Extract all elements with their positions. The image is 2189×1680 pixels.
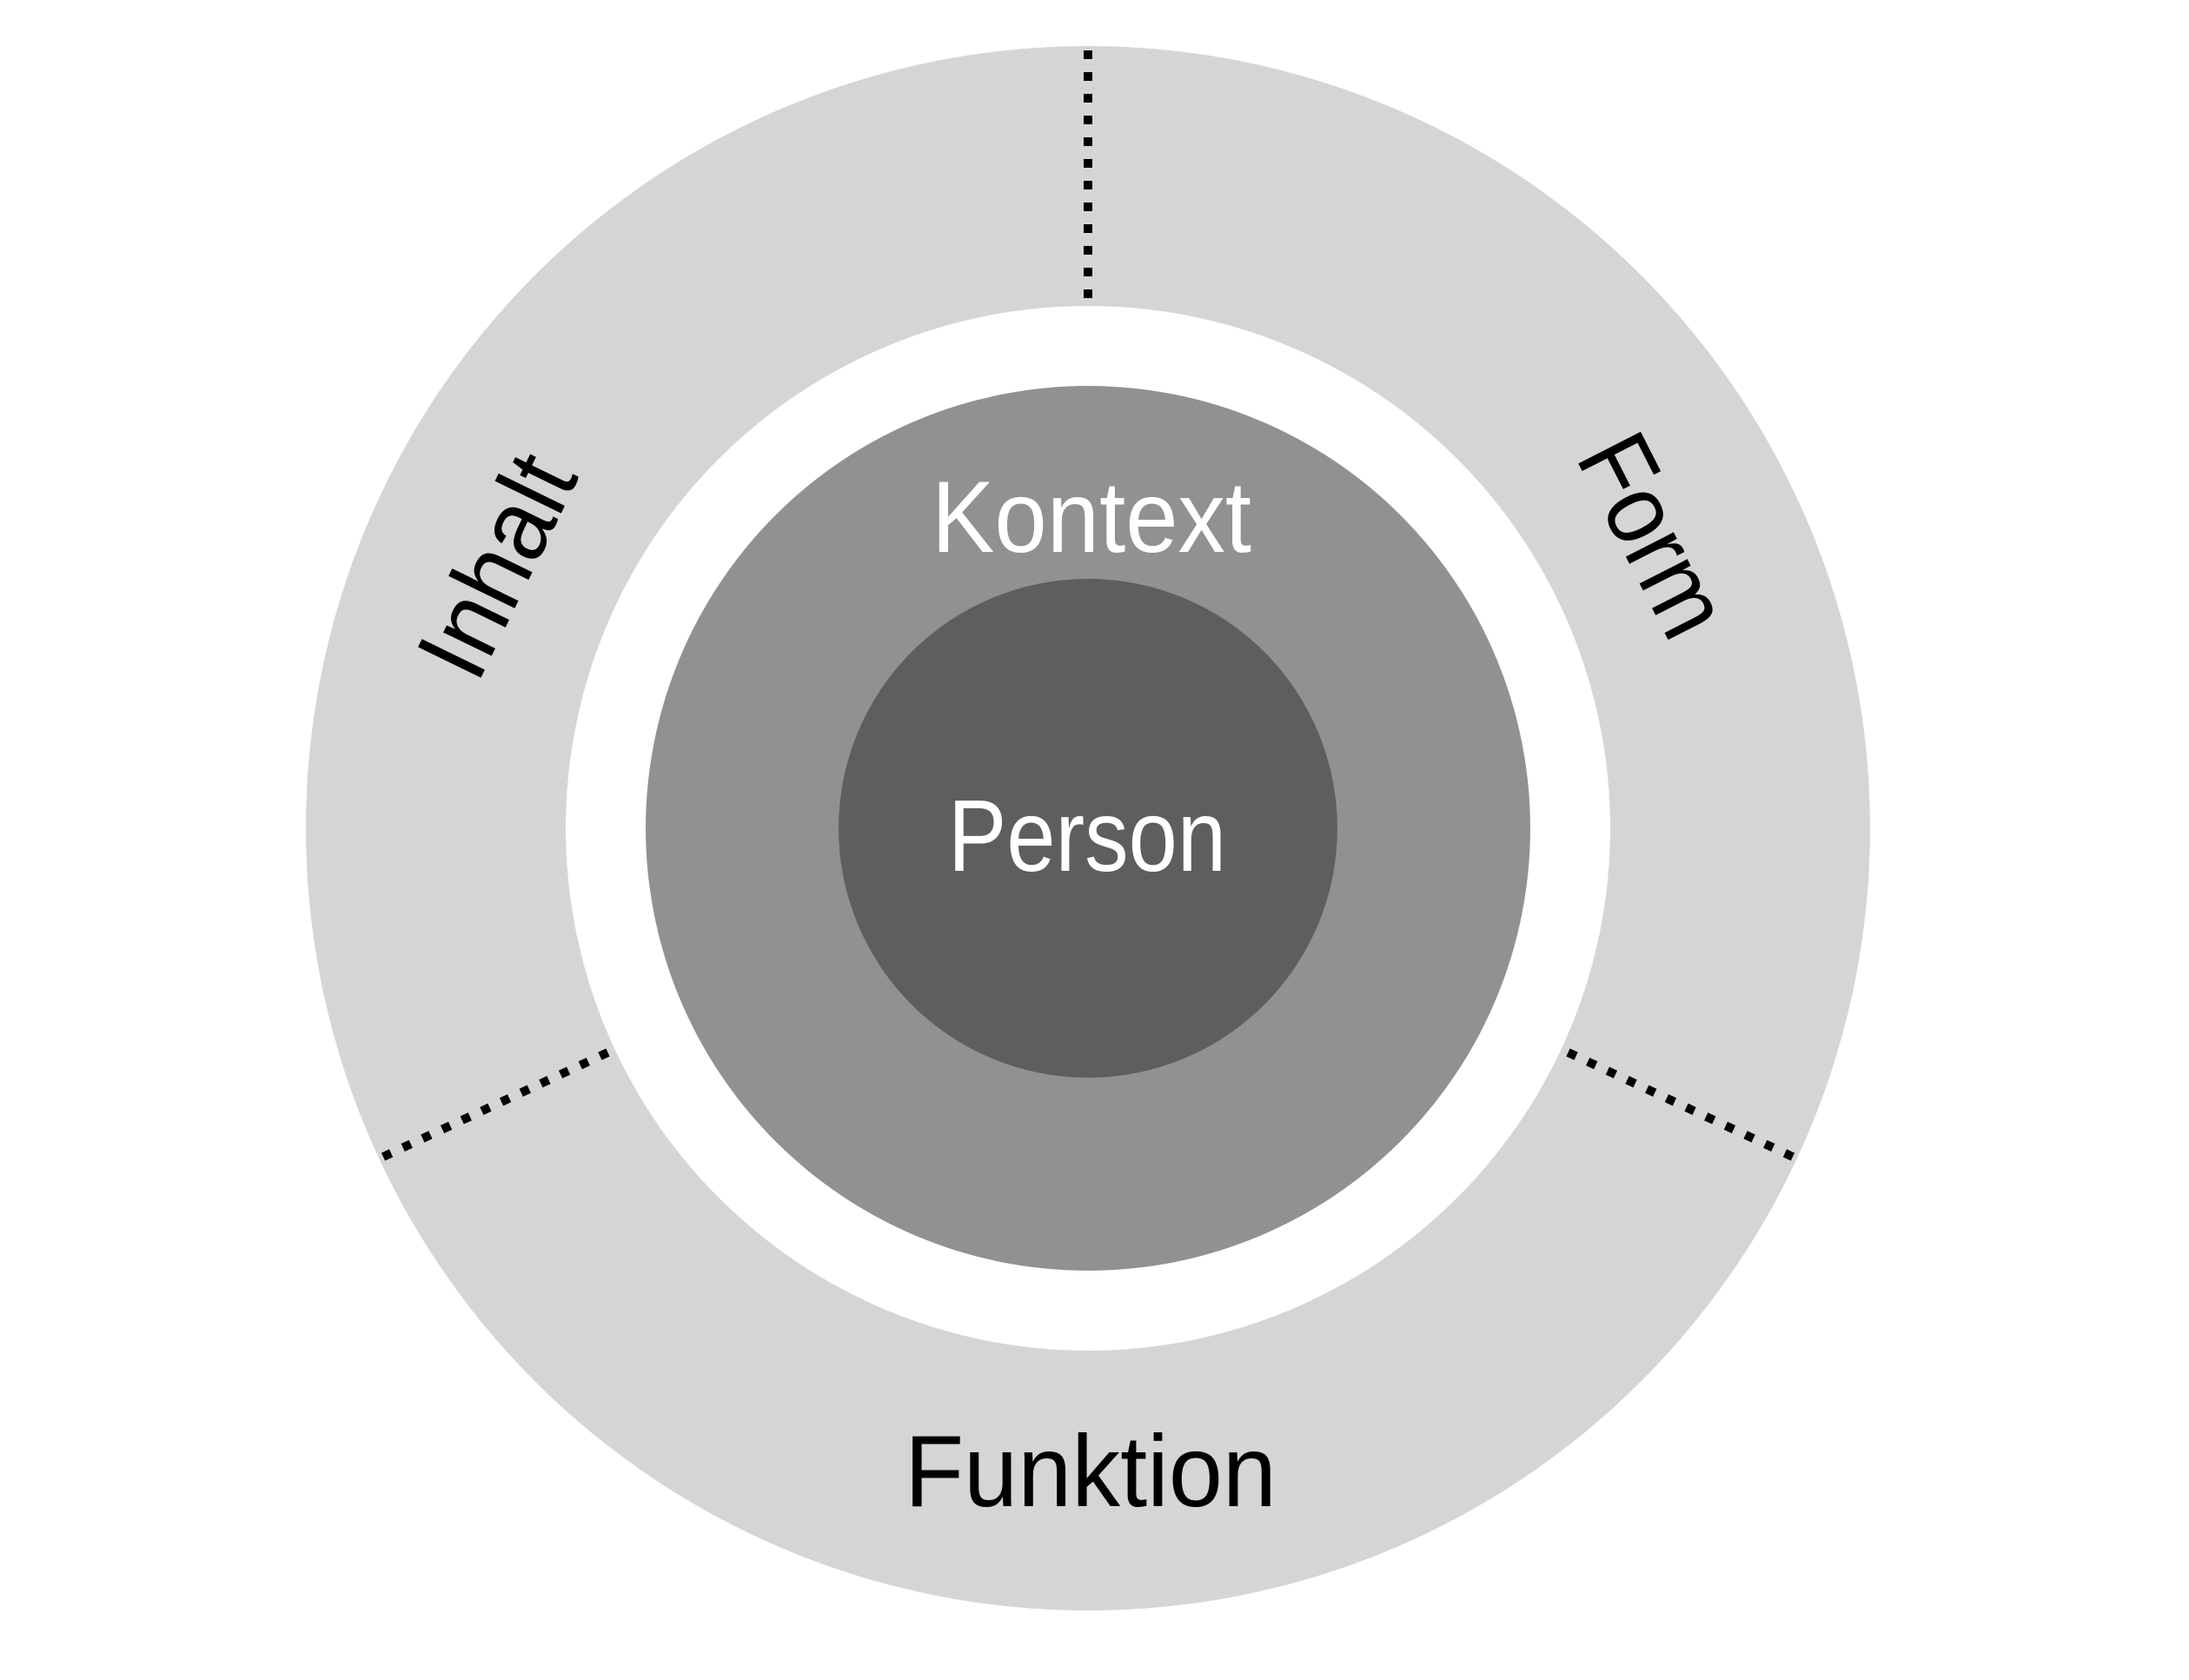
- inner-circle: [839, 579, 1337, 1078]
- inner-circle-label: Person: [948, 779, 1226, 893]
- sector-label-funktion: Funktion: [905, 1414, 1277, 1528]
- middle-circle-label: Kontext: [932, 460, 1251, 574]
